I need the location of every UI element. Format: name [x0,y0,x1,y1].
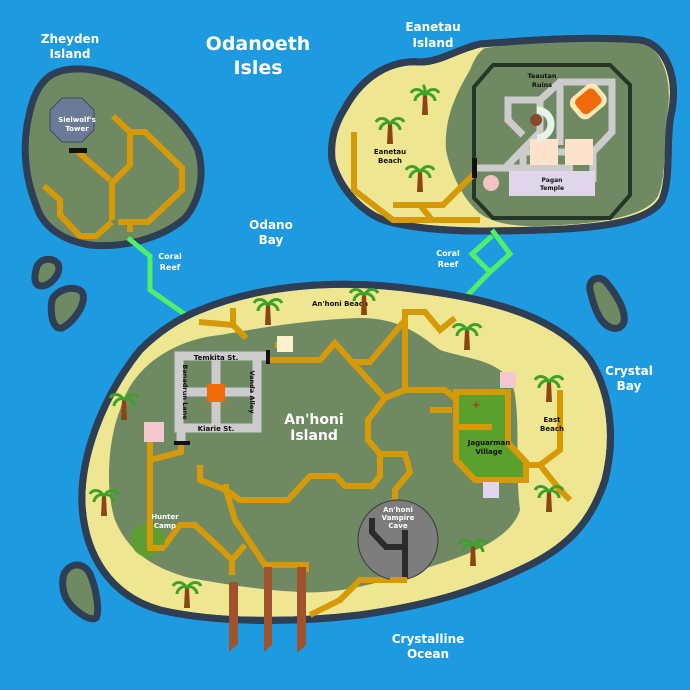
village-house-pink [500,372,516,388]
town-house-cream [277,336,293,352]
street-vanda: Vanda Alley [248,370,256,414]
eanetau-coastline [328,34,677,235]
ruins-arena [575,88,602,115]
palm-tree-icon [108,393,140,420]
ruins-wall [472,63,632,220]
town-gate-south [174,441,190,445]
teautan-ruins-paths [477,78,616,182]
palm-tree-icon [374,117,406,144]
palm-tree-icon [88,489,120,516]
islet-east [586,274,628,332]
pagan-temple[interactable] [509,171,595,196]
sielwolfs-tower[interactable] [49,97,95,143]
street-kiarie: Kiarie St. [198,425,235,433]
ruins-plaza-right [565,139,593,165]
palm-tree-icon [457,539,489,566]
palm-trees [88,83,565,608]
ruins-amphitheater-center [530,114,542,126]
coral-reef-west [126,236,198,325]
anhoni-beach-label: An'honi Beach [312,300,368,308]
pier-3[interactable] [297,567,306,653]
palm-tree-icon [451,323,483,350]
street-banadrun: Banadrun Lane [181,364,189,420]
palm-tree-icon [404,165,436,192]
town-gate-east [266,350,270,364]
islet-southwest [59,561,102,623]
village-marker-icon: + [472,400,480,411]
tower-door [69,148,87,153]
palm-tree-icon [409,83,441,115]
ruins-gate[interactable] [472,158,477,178]
town-square[interactable] [207,384,225,402]
ruins-amphitheater [536,106,555,142]
palm-tree-icon [533,485,565,512]
ruins-plaza-left [530,139,558,165]
ruins-pink-circle [483,175,499,191]
palm-tree-icon [533,375,565,402]
islet-west-1 [31,255,63,290]
anhoni-coastline [78,280,614,624]
anhoni-roads [147,308,573,618]
pier-1[interactable] [229,582,238,652]
islet-west-2 [47,284,87,332]
town-house-pink [144,422,164,442]
palm-tree-icon [252,298,284,325]
jaguarman-village[interactable] [453,389,529,483]
street-temkita: Temkita St. [194,354,239,362]
palm-tree-icon [171,581,203,608]
pier-2[interactable] [264,567,272,652]
village-house-lavender [483,482,499,498]
cave-tunnel [369,518,408,578]
palm-tree-icon [348,288,380,315]
town-grid[interactable] [144,336,293,445]
